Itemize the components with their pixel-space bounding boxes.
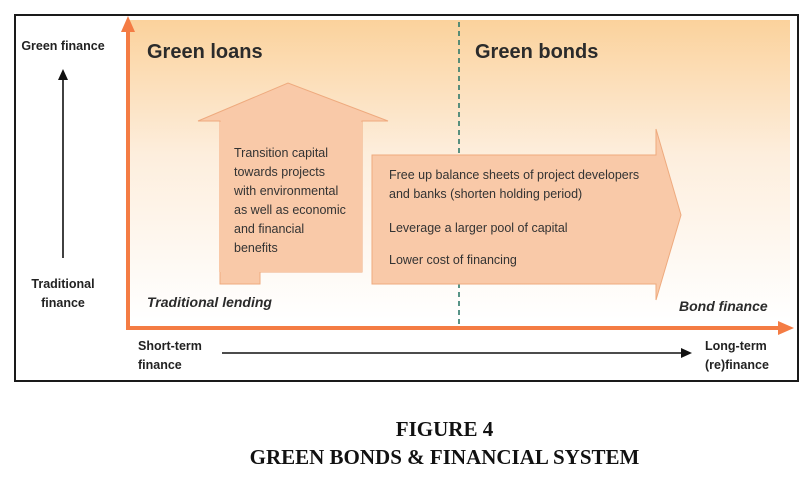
figure-number: FIGURE 4 [395, 417, 494, 441]
traditional-lending-label: Traditional lending [147, 294, 272, 310]
y-axis-bottom-label-line: finance [41, 296, 85, 310]
figure-title: GREEN BONDS & FINANCIAL SYSTEM [249, 445, 640, 469]
right-arrow-item-line: and banks (shorten holding period) [389, 187, 582, 201]
x-axis-left-label-line: finance [138, 358, 182, 372]
right-arrow-item-line: Leverage a larger pool of capital [389, 221, 568, 235]
right-arrow-item-line: Lower cost of financing [389, 253, 517, 267]
up-arrow-text-line: with environmental [233, 184, 338, 198]
up-arrow-text-line: benefits [234, 241, 278, 255]
up-arrow-text-line: as well as economic [234, 203, 346, 217]
x-axis-right-label-line: (re)finance [705, 358, 769, 372]
up-arrow-text-line: Transition capital [234, 146, 328, 160]
bond-finance-label: Bond finance [679, 298, 768, 314]
y-axis-bottom-label-line: Traditional [31, 277, 94, 291]
right-arrow [371, 128, 682, 301]
up-arrow-text-line: towards projects [234, 165, 325, 179]
green-bonds-heading: Green bonds [475, 41, 598, 63]
right-arrow-item-line: Free up balance sheets of project develo… [389, 168, 639, 182]
green-finance-arrowhead [58, 69, 68, 80]
green-loans-heading: Green loans [147, 41, 263, 63]
vertical-axis-arrowhead [121, 16, 135, 32]
horizontal-axis-arrowhead [778, 321, 794, 335]
y-axis-top-label: Green finance [21, 39, 104, 53]
up-arrow-body [219, 122, 362, 272]
x-axis-right-label-line: Long-term [705, 339, 767, 353]
long-term-arrowhead [681, 348, 692, 358]
up-arrow-text-line: and financial [234, 222, 304, 236]
x-axis-left-label-line: Short-term [138, 339, 202, 353]
